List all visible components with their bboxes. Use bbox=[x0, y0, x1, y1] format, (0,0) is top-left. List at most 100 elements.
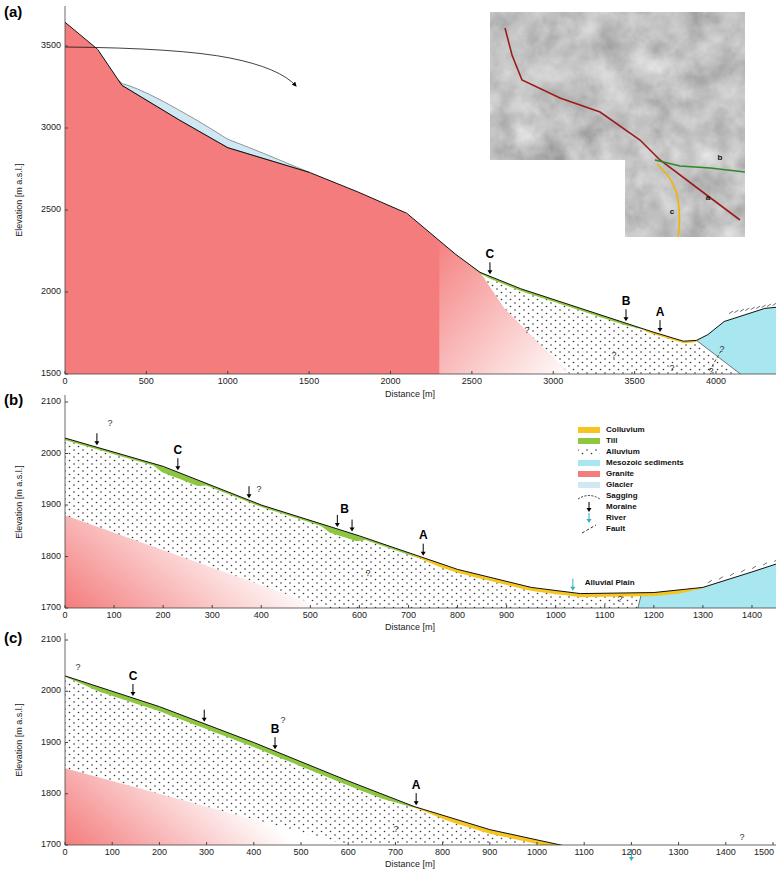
axis-tick-label: 3000 bbox=[543, 377, 563, 387]
axis-tick-label: 400 bbox=[254, 611, 269, 621]
axis-tick bbox=[489, 842, 490, 845]
axis-tick-label: 200 bbox=[156, 611, 171, 621]
uncertainty-mark: ? bbox=[708, 367, 713, 377]
river-arrow-head bbox=[629, 857, 634, 861]
point-label: A bbox=[656, 306, 665, 319]
axis-tick-label: 1400 bbox=[742, 611, 762, 621]
point-label: C bbox=[129, 670, 138, 683]
legend-text: Colluvium bbox=[606, 426, 645, 435]
axis-tick bbox=[206, 842, 207, 845]
axis-tick bbox=[146, 371, 147, 374]
axis-line bbox=[65, 395, 776, 608]
axis-tick bbox=[65, 402, 68, 403]
uncertainty-mark: ? bbox=[280, 716, 285, 726]
legend bbox=[578, 427, 600, 533]
profile-line-c bbox=[657, 164, 680, 237]
axis-tick bbox=[725, 842, 726, 845]
legend-swatch bbox=[578, 482, 600, 488]
landform-label: Alluvial Plain bbox=[585, 579, 635, 588]
contact-line bbox=[696, 340, 740, 374]
uncertainty-mark: ? bbox=[669, 364, 674, 374]
sagging-mark bbox=[756, 306, 760, 309]
moraine-arrow bbox=[489, 262, 490, 271]
legend-text: Granite bbox=[606, 470, 634, 479]
uncertainty-mark: ? bbox=[107, 419, 112, 429]
axis-tick bbox=[702, 605, 703, 608]
axis-tick bbox=[301, 842, 302, 845]
axis-tick-label: 500 bbox=[303, 611, 318, 621]
moraine-arrow-head bbox=[273, 745, 278, 749]
axis-title: Elevation [m a.s.l.] bbox=[15, 163, 25, 237]
axis-tick bbox=[457, 605, 458, 608]
axis-tick bbox=[390, 371, 391, 374]
axis-line bbox=[65, 633, 776, 845]
sagging-mark bbox=[745, 308, 749, 311]
moraine-arrow-head bbox=[94, 441, 99, 445]
uncertainty-mark: ? bbox=[611, 351, 616, 361]
moraine-arrow-head bbox=[414, 801, 419, 805]
axis-tick-label: 1500 bbox=[754, 848, 774, 858]
sagging-mark bbox=[762, 305, 766, 308]
axis-tick bbox=[604, 605, 605, 608]
axis-tick-label: 1300 bbox=[693, 611, 713, 621]
sagging-mark bbox=[734, 310, 738, 313]
axis-tick bbox=[65, 691, 68, 692]
uncertainty-mark: ? bbox=[393, 825, 398, 835]
legend-text: River bbox=[606, 514, 626, 523]
granite bbox=[65, 515, 340, 608]
topographic-surface bbox=[65, 676, 776, 845]
river-arrow bbox=[572, 579, 573, 588]
axis-tick-label: 200 bbox=[152, 848, 167, 858]
axis-tick bbox=[112, 842, 113, 845]
point-label: A bbox=[419, 529, 428, 542]
legend-sagging bbox=[578, 496, 600, 500]
axis-tick-label: 700 bbox=[388, 848, 403, 858]
panel-c bbox=[65, 676, 776, 845]
axis-tick-label: 1000 bbox=[527, 848, 547, 858]
axis-tick bbox=[65, 453, 68, 454]
axis-title: Distance [m] bbox=[385, 860, 435, 870]
axis-tick-label: 1900 bbox=[41, 738, 61, 748]
axis-tick-label: 600 bbox=[352, 611, 367, 621]
axis-tick bbox=[395, 842, 396, 845]
uncertainty-mark: ? bbox=[739, 833, 744, 843]
uncertainty-mark: ? bbox=[75, 663, 80, 673]
point-label: C bbox=[174, 444, 183, 457]
moraine-arrow bbox=[625, 309, 626, 318]
axis-tick bbox=[471, 371, 472, 374]
hillshade bbox=[490, 12, 745, 237]
axis-tick-label: 2000 bbox=[41, 287, 61, 297]
axis-tick-label: 700 bbox=[401, 611, 416, 621]
axis-tick-label: 2000 bbox=[41, 449, 61, 459]
axis-tick-label: 800 bbox=[450, 611, 465, 621]
point-label: C bbox=[486, 248, 495, 261]
axis-tick bbox=[261, 605, 262, 608]
axis-tick-label: 4000 bbox=[706, 377, 726, 387]
moraine-arrow-head bbox=[202, 718, 207, 722]
till bbox=[65, 438, 418, 558]
river-arrow-head bbox=[570, 587, 575, 591]
axis-tick bbox=[309, 371, 310, 374]
inset-map bbox=[490, 12, 745, 237]
axis-tick bbox=[65, 556, 68, 557]
panel-label: (b) bbox=[4, 392, 23, 409]
axis-tick bbox=[348, 842, 349, 845]
axis-tick-label: 1800 bbox=[41, 552, 61, 562]
axis-tick-label: 900 bbox=[482, 848, 497, 858]
axis-tick-label: 1000 bbox=[546, 611, 566, 621]
moraine-arrow bbox=[204, 710, 205, 719]
point-label: B bbox=[622, 295, 631, 308]
axis-tick-label: 1700 bbox=[41, 840, 61, 850]
sagging-mark bbox=[763, 563, 767, 566]
axis-tick bbox=[65, 793, 68, 794]
axis-tick-label: 1200 bbox=[644, 611, 664, 621]
axis-tick bbox=[253, 842, 254, 845]
axis-tick-label: 2100 bbox=[41, 397, 61, 407]
axis-tick-label: 1700 bbox=[41, 603, 61, 613]
axis-tick bbox=[65, 128, 68, 129]
axis-tick bbox=[751, 605, 752, 608]
moraine-arrow-head bbox=[175, 466, 180, 470]
axis-tick-label: 500 bbox=[139, 377, 154, 387]
axis-tick bbox=[555, 605, 556, 608]
moraine-arrow-head bbox=[350, 528, 355, 532]
